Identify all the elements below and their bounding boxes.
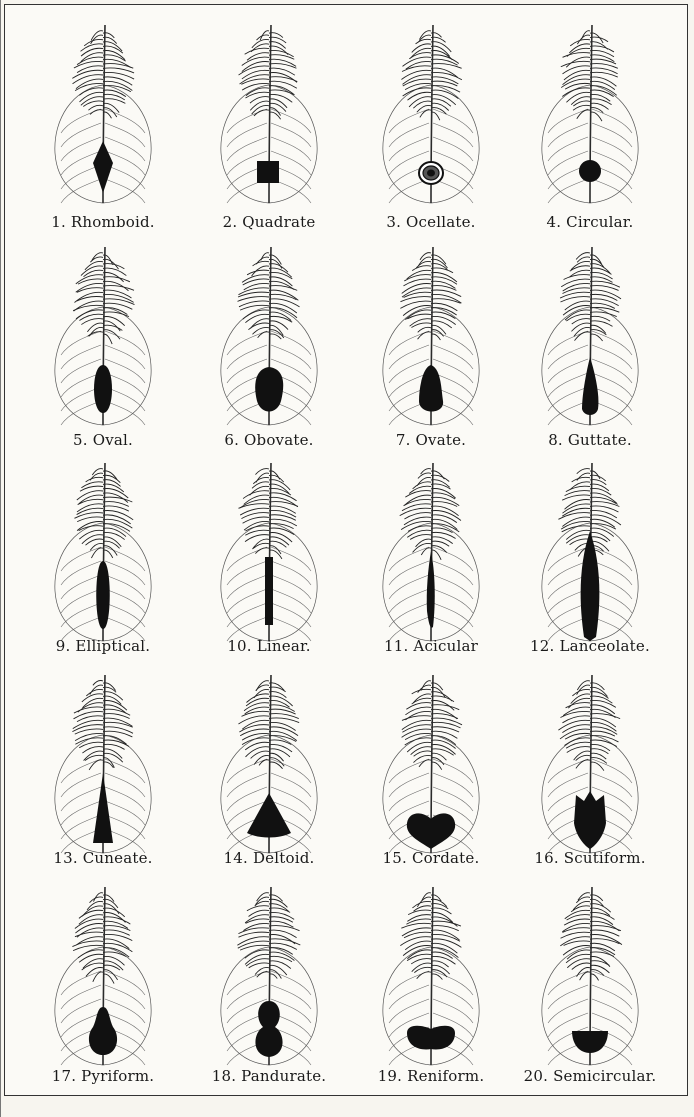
feather-illustration — [33, 461, 173, 641]
feather-illustration — [361, 673, 501, 853]
feather-spot-circular — [579, 160, 601, 182]
feather-figure-pandurate: 18. Pandurate. — [189, 885, 349, 1099]
feather-caption: 13. Cuneate. — [13, 849, 193, 867]
feather-illustration — [361, 245, 501, 425]
feather-illustration — [33, 245, 173, 425]
feather-caption: 14. Deltoid. — [179, 849, 359, 867]
feather-spot-elliptical — [96, 561, 110, 629]
feather-figure-deltoid: 14. Deltoid. — [189, 673, 349, 887]
feather-down — [558, 681, 620, 771]
feather-figure-lanceolate: 12. Lanceolate. — [510, 461, 670, 675]
feather-caption: 16. Scutiform. — [500, 849, 680, 867]
feather-illustration — [199, 461, 339, 641]
feather-down — [237, 893, 300, 979]
feather-figure-scutiform: 16. Scutiform. — [510, 673, 670, 887]
feather-spot-obovate — [255, 367, 283, 412]
feather-figure-semicircular: 20. Semicircular. — [510, 885, 670, 1099]
scan-edge — [0, 0, 1, 1117]
feather-caption: 12. Lanceolate. — [500, 637, 680, 655]
feather-caption: 7. Ovate. — [341, 431, 521, 449]
feather-illustration — [520, 885, 660, 1065]
feather-illustration — [520, 23, 660, 203]
feather-spot-pyriform — [89, 1007, 117, 1055]
feather-caption: 15. Cordate. — [341, 849, 521, 867]
feather-marking-plate: 1. Rhomboid.2. Quadrate3. Ocellate.4. Ci… — [4, 4, 688, 1096]
feather-caption: 10. Linear. — [179, 637, 359, 655]
feather-illustration — [33, 885, 173, 1065]
feather-spot-scutiform — [574, 791, 606, 849]
feather-caption: 9. Elliptical. — [13, 637, 193, 655]
feather-illustration — [361, 461, 501, 641]
feather-spot-semicircular — [572, 1031, 608, 1053]
feather-figure-guttate: 8. Guttate. — [510, 245, 670, 459]
feather-down — [400, 893, 461, 980]
feather-caption: 20. Semicircular. — [500, 1067, 680, 1085]
feather-spot-deltoid — [247, 793, 291, 838]
feather-down — [400, 469, 461, 560]
feather-caption: 2. Quadrate — [179, 213, 359, 231]
feather-caption: 11. Acicular — [341, 637, 521, 655]
feather-illustration — [520, 673, 660, 853]
feather-spot-pandurate — [255, 1001, 282, 1057]
feather-spot-acicular — [427, 551, 435, 628]
feather-spot-cuneate — [93, 773, 113, 843]
feather-illustration — [361, 23, 501, 203]
feather-figure-linear: 10. Linear. — [189, 461, 349, 675]
feather-spot-quadrate — [257, 161, 279, 183]
feather-caption: 3. Ocellate. — [341, 213, 521, 231]
feather-figure-ovate: 7. Ovate. — [351, 245, 511, 459]
feather-caption: 18. Pandurate. — [179, 1067, 359, 1085]
feather-figure-rhomboid: 1. Rhomboid. — [23, 23, 183, 237]
feather-figure-circular: 4. Circular. — [510, 23, 670, 237]
feather-down — [238, 469, 298, 559]
feather-illustration — [199, 23, 339, 203]
feather-down — [400, 253, 461, 340]
feather-caption: 6. Obovate. — [179, 431, 359, 449]
feather-caption: 1. Rhomboid. — [13, 213, 193, 231]
feather-illustration — [361, 885, 501, 1065]
feather-figure-oval: 5. Oval. — [23, 245, 183, 459]
feather-spot-rhomboid — [93, 141, 113, 193]
feather-down — [239, 31, 298, 120]
feather-figure-pyriform: 17. Pyriform. — [23, 885, 183, 1099]
feather-figure-elliptical: 9. Elliptical. — [23, 461, 183, 675]
feather-figure-acicular: 11. Acicular — [351, 461, 511, 675]
feather-spot-guttate — [582, 357, 598, 415]
feather-spot-ocellus-center — [427, 170, 435, 177]
feather-down — [72, 893, 132, 984]
feather-down — [72, 681, 133, 770]
feather-spot-linear — [265, 557, 273, 625]
feather-figure-obovate: 6. Obovate. — [189, 245, 349, 459]
feather-caption: 4. Circular. — [500, 213, 680, 231]
feather-figure-reniform: 19. Reniform. — [351, 885, 511, 1099]
feather-down — [238, 681, 299, 769]
feather-spot-reniform — [407, 1026, 455, 1050]
feather-figure-ocellate: 3. Ocellate. — [351, 23, 511, 237]
feather-figure-quadrate: 2. Quadrate — [189, 23, 349, 237]
feather-figure-cordate: 15. Cordate. — [351, 673, 511, 887]
feather-illustration — [520, 461, 660, 641]
feather-spot-lanceolate — [581, 531, 600, 641]
feather-illustration — [199, 885, 339, 1065]
feather-illustration — [199, 673, 339, 853]
feather-down — [561, 31, 618, 121]
feather-down — [237, 253, 299, 339]
feather-spot-oval — [94, 365, 112, 413]
feather-caption: 8. Guttate. — [500, 431, 680, 449]
feather-caption: 5. Oval. — [13, 431, 193, 449]
feather-illustration — [520, 245, 660, 425]
feather-spot-ovate — [419, 365, 443, 412]
feather-illustration — [33, 673, 173, 853]
feather-illustration — [199, 245, 339, 425]
feather-illustration — [33, 23, 173, 203]
feather-caption: 19. Reniform. — [341, 1067, 521, 1085]
feather-figure-cuneate: 13. Cuneate. — [23, 673, 183, 887]
feather-caption: 17. Pyriform. — [13, 1067, 193, 1085]
